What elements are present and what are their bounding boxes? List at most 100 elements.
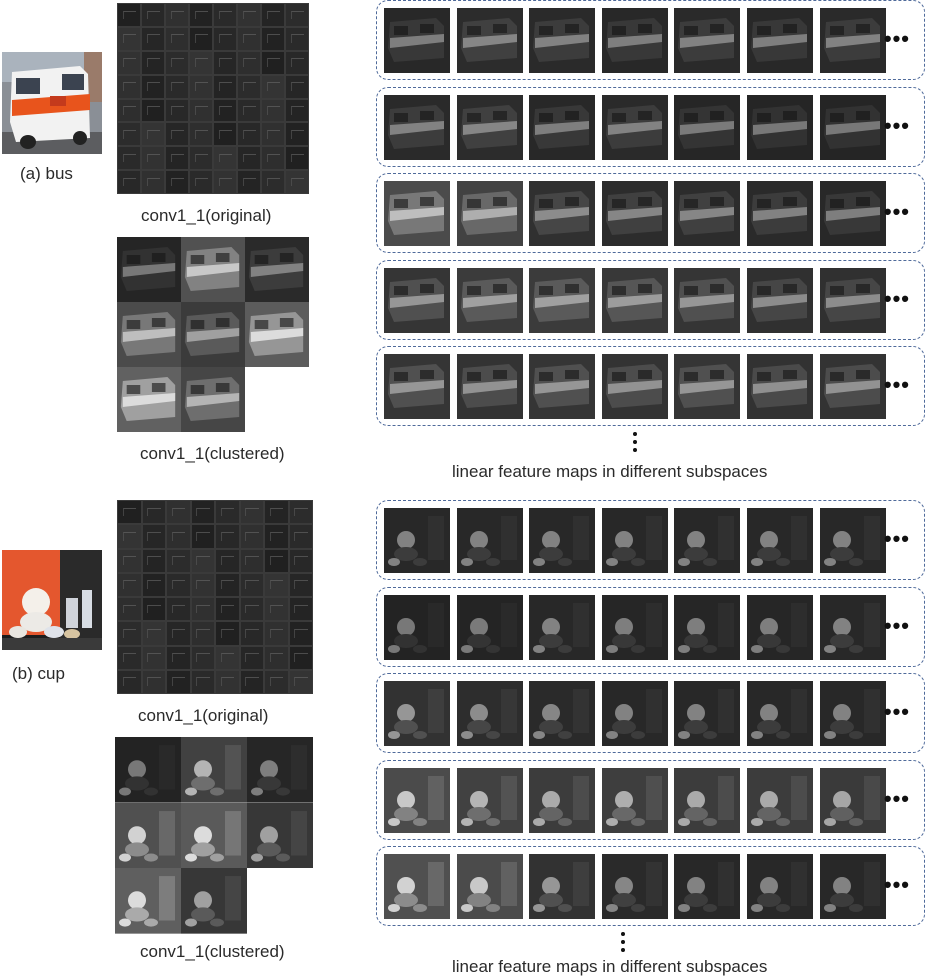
cup-conv1-filter-map <box>141 645 166 670</box>
bus-conv1-filter-map <box>285 170 309 194</box>
cup-clustered-filter-map <box>247 737 313 803</box>
bus-subspace-row: ••• <box>376 86 925 167</box>
cup-conv1-filter-map <box>239 524 264 549</box>
cup-conv1-filter-map <box>117 524 142 549</box>
cup-conv1-filter-map <box>190 500 215 525</box>
cup-subspace-row: ••• <box>376 759 925 840</box>
bus-row-ellipsis: ••• <box>883 112 910 138</box>
bus-photo <box>2 52 102 154</box>
cup-linear-feature-map <box>601 508 668 573</box>
cup-conv1-filter-map <box>239 500 264 525</box>
cup-conv1-filter-map <box>239 645 264 670</box>
bus-linear-feature-map <box>529 8 596 73</box>
bus-linear-feature-map <box>601 267 668 333</box>
bus-row-ellipsis: ••• <box>883 372 910 397</box>
bus-row-ellipsis: ••• <box>883 199 910 224</box>
bus-conv1-filter-map <box>165 98 189 123</box>
cup-linear-feature-map <box>384 854 450 919</box>
cup-conv1-filter-map <box>190 645 215 670</box>
bus-conv1-filter-map <box>237 98 261 123</box>
bus-conv1-filter-map <box>213 98 237 123</box>
bus-conv1-filter-map <box>237 50 261 75</box>
cup-conv1-filter-map <box>166 669 191 694</box>
cup-vertical-ellipsis <box>621 932 627 956</box>
cup-linear-feature-map <box>747 854 813 919</box>
bus-conv1-filter-map <box>261 146 285 171</box>
cup-conv1-filter-map <box>141 524 166 549</box>
bus-conv1-filter-map <box>117 50 141 75</box>
cup-conv1-filter-map <box>215 500 240 525</box>
cup-linear-feature-map <box>747 508 813 573</box>
bus-linear-feature-map <box>529 94 596 160</box>
cup-conv1-filter-map <box>117 572 142 597</box>
bus-conv1-filter-map <box>165 170 189 194</box>
cup-conv1-filter-map <box>117 597 142 622</box>
cup-linear-feature-map <box>456 854 523 919</box>
cup-conv1-filter-map <box>166 645 191 670</box>
bus-linear-feature-map <box>456 94 523 160</box>
bus-conv1-filter-map <box>117 170 141 194</box>
cup-conv1-filter-map <box>141 669 166 694</box>
cup-row-ellipsis: ••• <box>883 526 910 551</box>
cup-maps-caption: linear feature maps in different subspac… <box>452 957 768 976</box>
bus-label: (a) bus <box>20 164 73 183</box>
cup-linear-feature-map <box>529 681 596 746</box>
cup-original-caption: conv1_1(original) <box>138 706 269 725</box>
bus-linear-feature-map <box>674 8 741 73</box>
cup-row-ellipsis: ••• <box>883 612 910 638</box>
bus-conv1-filter-map <box>117 122 141 147</box>
cup-subspace-row: ••• <box>376 673 925 753</box>
cup-linear-feature-map <box>819 854 886 919</box>
bus-linear-feature-map <box>456 181 523 246</box>
bus-conv1-filter-map <box>213 26 237 51</box>
cup-linear-feature-map <box>384 681 450 746</box>
bus-conv1-clustered-grid <box>117 237 309 432</box>
cup-conv1-filter-map <box>288 621 313 646</box>
cup-conv1-filter-map <box>264 621 289 646</box>
cup-conv1-filter-map <box>239 572 264 597</box>
bus-linear-feature-map <box>529 181 596 246</box>
bus-clustered-filter-map <box>117 302 181 367</box>
cup-linear-feature-map <box>384 508 450 573</box>
cup-linear-feature-map <box>529 508 596 573</box>
cup-conv1-filter-map <box>141 500 166 525</box>
cup-label: (b) cup <box>12 664 65 683</box>
bus-conv1-filter-map <box>189 170 213 194</box>
bus-conv1-filter-map <box>165 74 189 99</box>
cup-clustered-filter-map <box>181 737 247 803</box>
bus-linear-feature-map <box>529 267 596 333</box>
bus-conv1-filter-map <box>285 74 309 99</box>
bus-linear-feature-map <box>601 354 668 419</box>
bus-conv1-filter-map <box>237 26 261 51</box>
bus-linear-feature-map <box>384 94 450 160</box>
cup-clustered-filter-map <box>115 737 181 803</box>
cup-conv1-filter-map <box>141 548 166 573</box>
cup-conv1-filter-map <box>117 500 142 525</box>
bus-conv1-filter-map <box>117 3 141 27</box>
cup-linear-feature-map <box>456 681 523 746</box>
cup-conv1-filter-map <box>166 621 191 646</box>
bus-conv1-filter-map <box>165 146 189 171</box>
bus-conv1-filter-map <box>189 26 213 51</box>
bus-linear-feature-map <box>384 8 450 73</box>
bus-clustered-filter-map <box>117 237 181 302</box>
cup-conv1-filter-map <box>141 621 166 646</box>
cup-conv1-filter-map <box>215 548 240 573</box>
cup-conv1-filter-map <box>190 572 215 597</box>
bus-conv1-filter-map <box>189 3 213 27</box>
bus-conv1-filter-map <box>285 3 309 27</box>
cup-linear-feature-map <box>674 594 741 660</box>
cup-conv1-filter-map <box>288 669 313 694</box>
bus-clustered-filter-map <box>181 367 245 432</box>
cup-conv1-filter-map <box>239 548 264 573</box>
bus-conv1-filter-map <box>237 3 261 27</box>
cup-conv1-filter-map <box>190 621 215 646</box>
bus-subspace-row: ••• <box>376 173 925 253</box>
cup-linear-feature-map <box>456 508 523 573</box>
cup-conv1-filter-map <box>190 524 215 549</box>
cup-linear-feature-map <box>674 854 741 919</box>
bus-conv1-filter-map <box>237 122 261 147</box>
cup-linear-feature-map <box>456 767 523 833</box>
cup-row-ellipsis: ••• <box>883 699 910 724</box>
bus-conv1-filter-map <box>141 98 165 123</box>
